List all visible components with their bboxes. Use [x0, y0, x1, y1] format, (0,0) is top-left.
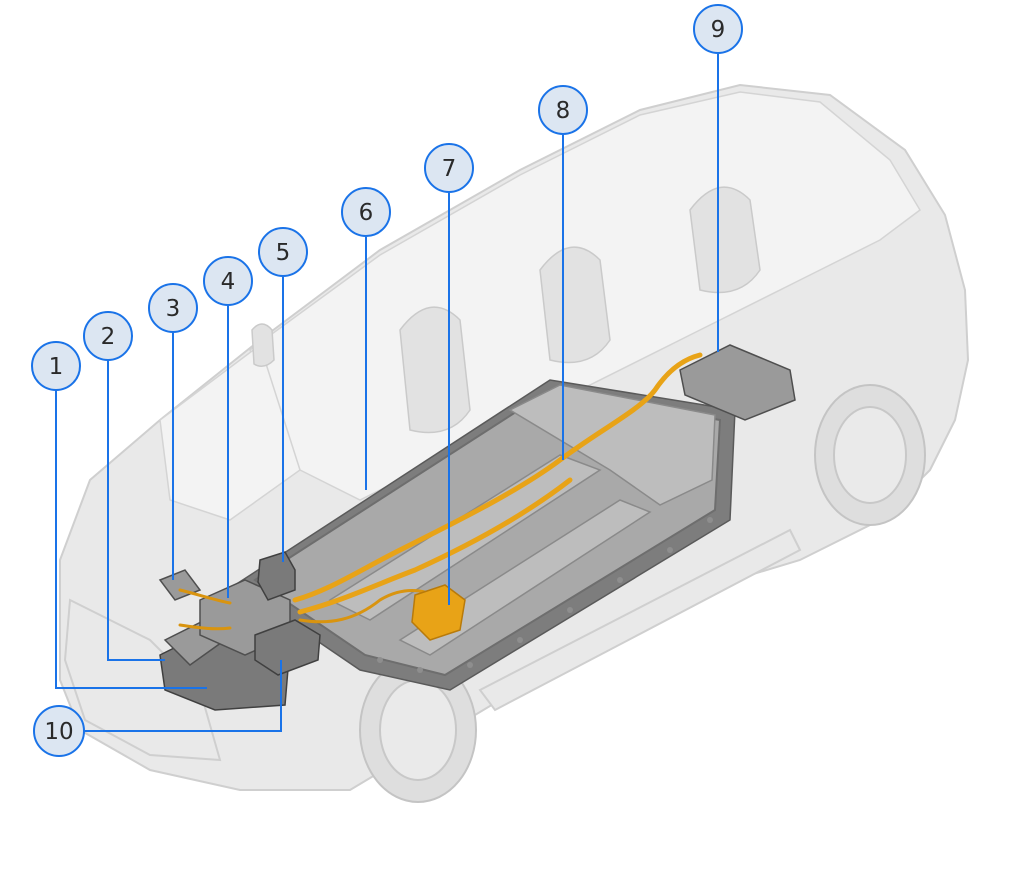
coolant-heater — [411, 584, 466, 641]
junction-box — [257, 551, 296, 601]
callout-3: 3 — [148, 283, 198, 333]
dc-converter — [254, 619, 321, 676]
callout-8: 8 — [538, 85, 588, 135]
callout-2: 2 — [83, 311, 133, 361]
rear-drive-unit — [679, 344, 796, 421]
callout-9-label: 9 — [711, 17, 726, 43]
leader-line-1 — [55, 391, 207, 689]
callout-10-label: 10 — [44, 719, 73, 745]
callout-4: 4 — [203, 256, 253, 306]
callout-7-label: 7 — [442, 156, 457, 182]
callout-9: 9 — [693, 4, 743, 54]
callout-5-label: 5 — [276, 240, 291, 266]
callout-8-label: 8 — [556, 98, 571, 124]
leader-line-2 — [107, 361, 165, 661]
callout-5: 5 — [258, 227, 308, 277]
callout-6: 6 — [341, 187, 391, 237]
callout-3-label: 3 — [166, 296, 181, 322]
leader-lines — [55, 54, 719, 732]
callout-10: 10 — [33, 705, 85, 757]
side-skirt — [478, 528, 802, 712]
middle-seat — [539, 246, 611, 364]
callout-1: 1 — [31, 341, 81, 391]
callout-7: 7 — [424, 143, 474, 193]
rear-seat — [689, 186, 761, 294]
callout-4-label: 4 — [221, 269, 236, 295]
hv-cable-illustration — [178, 352, 703, 631]
battery-bolts — [377, 517, 713, 673]
callout-6-label: 6 — [359, 200, 374, 226]
callout-1-label: 1 — [49, 354, 64, 380]
side-mirror — [251, 323, 275, 367]
front-bumper — [63, 598, 222, 762]
front-seat — [399, 306, 471, 434]
leader-line-10 — [84, 660, 282, 732]
callout-2-label: 2 — [101, 324, 116, 350]
